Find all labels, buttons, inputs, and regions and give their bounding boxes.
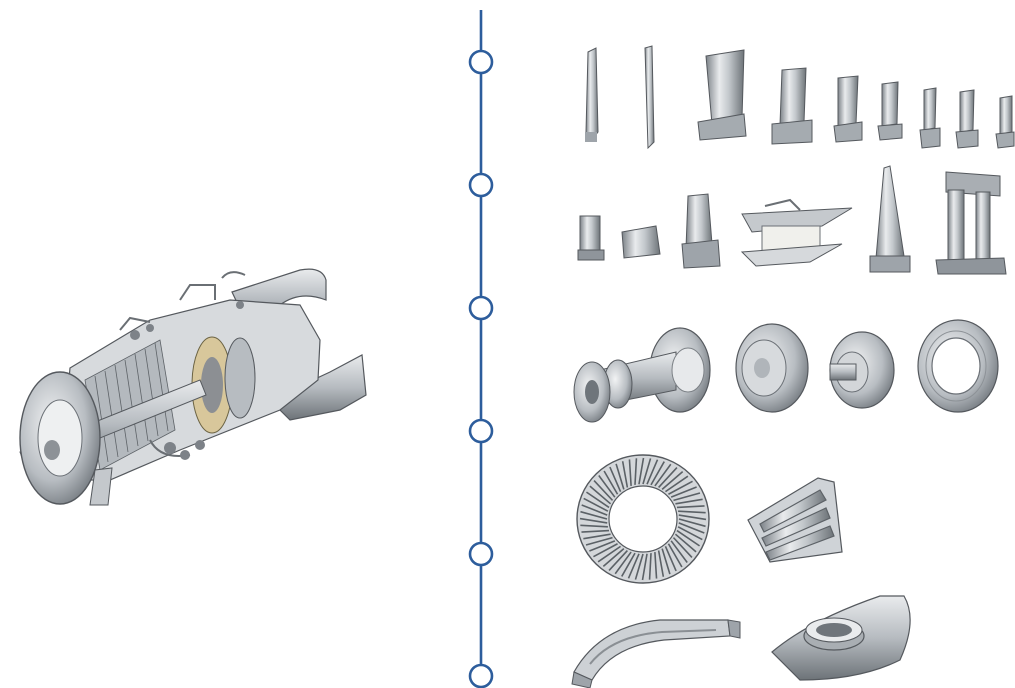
vane-blade (608, 549, 628, 571)
vane-segment-part (577, 215, 605, 261)
vane-blade (579, 517, 608, 524)
vane-blade (589, 540, 616, 552)
shafts-disks-group (573, 319, 999, 423)
nozzle-segment-part (747, 477, 843, 563)
vane-blade (583, 497, 609, 512)
vane-blade (654, 463, 672, 487)
vane-blade (580, 524, 608, 528)
rings-segments-group (576, 454, 843, 584)
combustor-liner-panel-part (740, 198, 853, 267)
gas-turbine-cutaway-icon (19, 268, 367, 506)
double-vane-segment-part (935, 171, 1007, 275)
vane-blade (598, 475, 616, 498)
vane-blade (677, 526, 703, 541)
blade-part (919, 87, 941, 149)
vane-blade (585, 536, 613, 546)
vane-segment-part (621, 225, 661, 259)
blade-part (833, 75, 863, 143)
blade-part (877, 81, 903, 141)
vane-blade (672, 537, 693, 558)
vane-blade (583, 533, 611, 540)
vane-blade (581, 529, 610, 533)
brackets-covers-group (571, 595, 911, 688)
vane-blade (674, 533, 697, 553)
vane-blade (593, 543, 618, 558)
timeline-node (468, 172, 494, 198)
tapered-vane-part (869, 165, 911, 273)
vane-blade (670, 486, 697, 498)
vane-blade (642, 458, 652, 485)
vane-blade (676, 529, 700, 547)
vane-blade (678, 518, 706, 528)
blade-part (697, 49, 747, 141)
timeline-node (468, 663, 494, 688)
vane-blade (580, 510, 608, 520)
bearing-ring-part (917, 319, 999, 413)
stator-vane-ring-part (576, 454, 710, 584)
blade-part (995, 95, 1015, 149)
vane-blade (621, 552, 636, 577)
vane-blade (593, 480, 614, 501)
vane-segment-part (681, 193, 721, 269)
vane-blade (678, 514, 707, 521)
vane-blade (621, 461, 629, 488)
turbine-disk-part (735, 323, 809, 413)
vane-blade (670, 540, 688, 563)
vane-blade (589, 485, 612, 505)
vane-blade (657, 550, 665, 577)
vane-blade (602, 548, 625, 567)
timeline (468, 10, 494, 688)
blade-part (585, 47, 599, 142)
vane-blade (615, 463, 625, 490)
vane-blade (673, 492, 701, 502)
timeline-node (468, 418, 494, 444)
vane-blade (675, 498, 703, 505)
blades-vanes-group (585, 45, 1015, 150)
vane-blade (676, 505, 705, 509)
vane-blade (603, 470, 619, 495)
vane-blade (661, 548, 671, 575)
curved-bracket-part (571, 619, 741, 688)
turbine-disk-part (829, 331, 895, 409)
vane-blade (654, 551, 658, 579)
vane-blade (597, 545, 622, 563)
vane-blade (648, 553, 652, 580)
vane-blade (667, 543, 683, 568)
vane-blade (609, 466, 622, 492)
vane-blade (634, 458, 638, 485)
vane-blade (650, 461, 665, 486)
vane-blade (664, 546, 677, 572)
vane-segments-group (577, 165, 1007, 275)
transition-piece-part (771, 595, 911, 681)
vane-blade (668, 480, 693, 495)
vane-blade (678, 522, 705, 534)
vane-blade (634, 553, 644, 580)
vane-blade (678, 510, 706, 514)
blade-part (771, 67, 813, 145)
timeline-node (468, 541, 494, 567)
vane-blade (586, 491, 610, 509)
rotor-shaft-part (573, 327, 711, 423)
timeline-node (468, 49, 494, 75)
vane-blade (661, 471, 684, 490)
vane-blade (658, 467, 678, 489)
vane-blade (646, 459, 659, 485)
vane-blade (628, 459, 632, 487)
vane-blade (581, 504, 608, 516)
vane-blade (664, 475, 689, 493)
vane-blade (627, 553, 640, 579)
vane-blade (638, 457, 645, 485)
blade-part (644, 45, 655, 150)
timeline-node (468, 295, 494, 321)
vane-blade (614, 551, 632, 575)
vane-blade (641, 553, 648, 581)
blade-part (955, 89, 979, 149)
